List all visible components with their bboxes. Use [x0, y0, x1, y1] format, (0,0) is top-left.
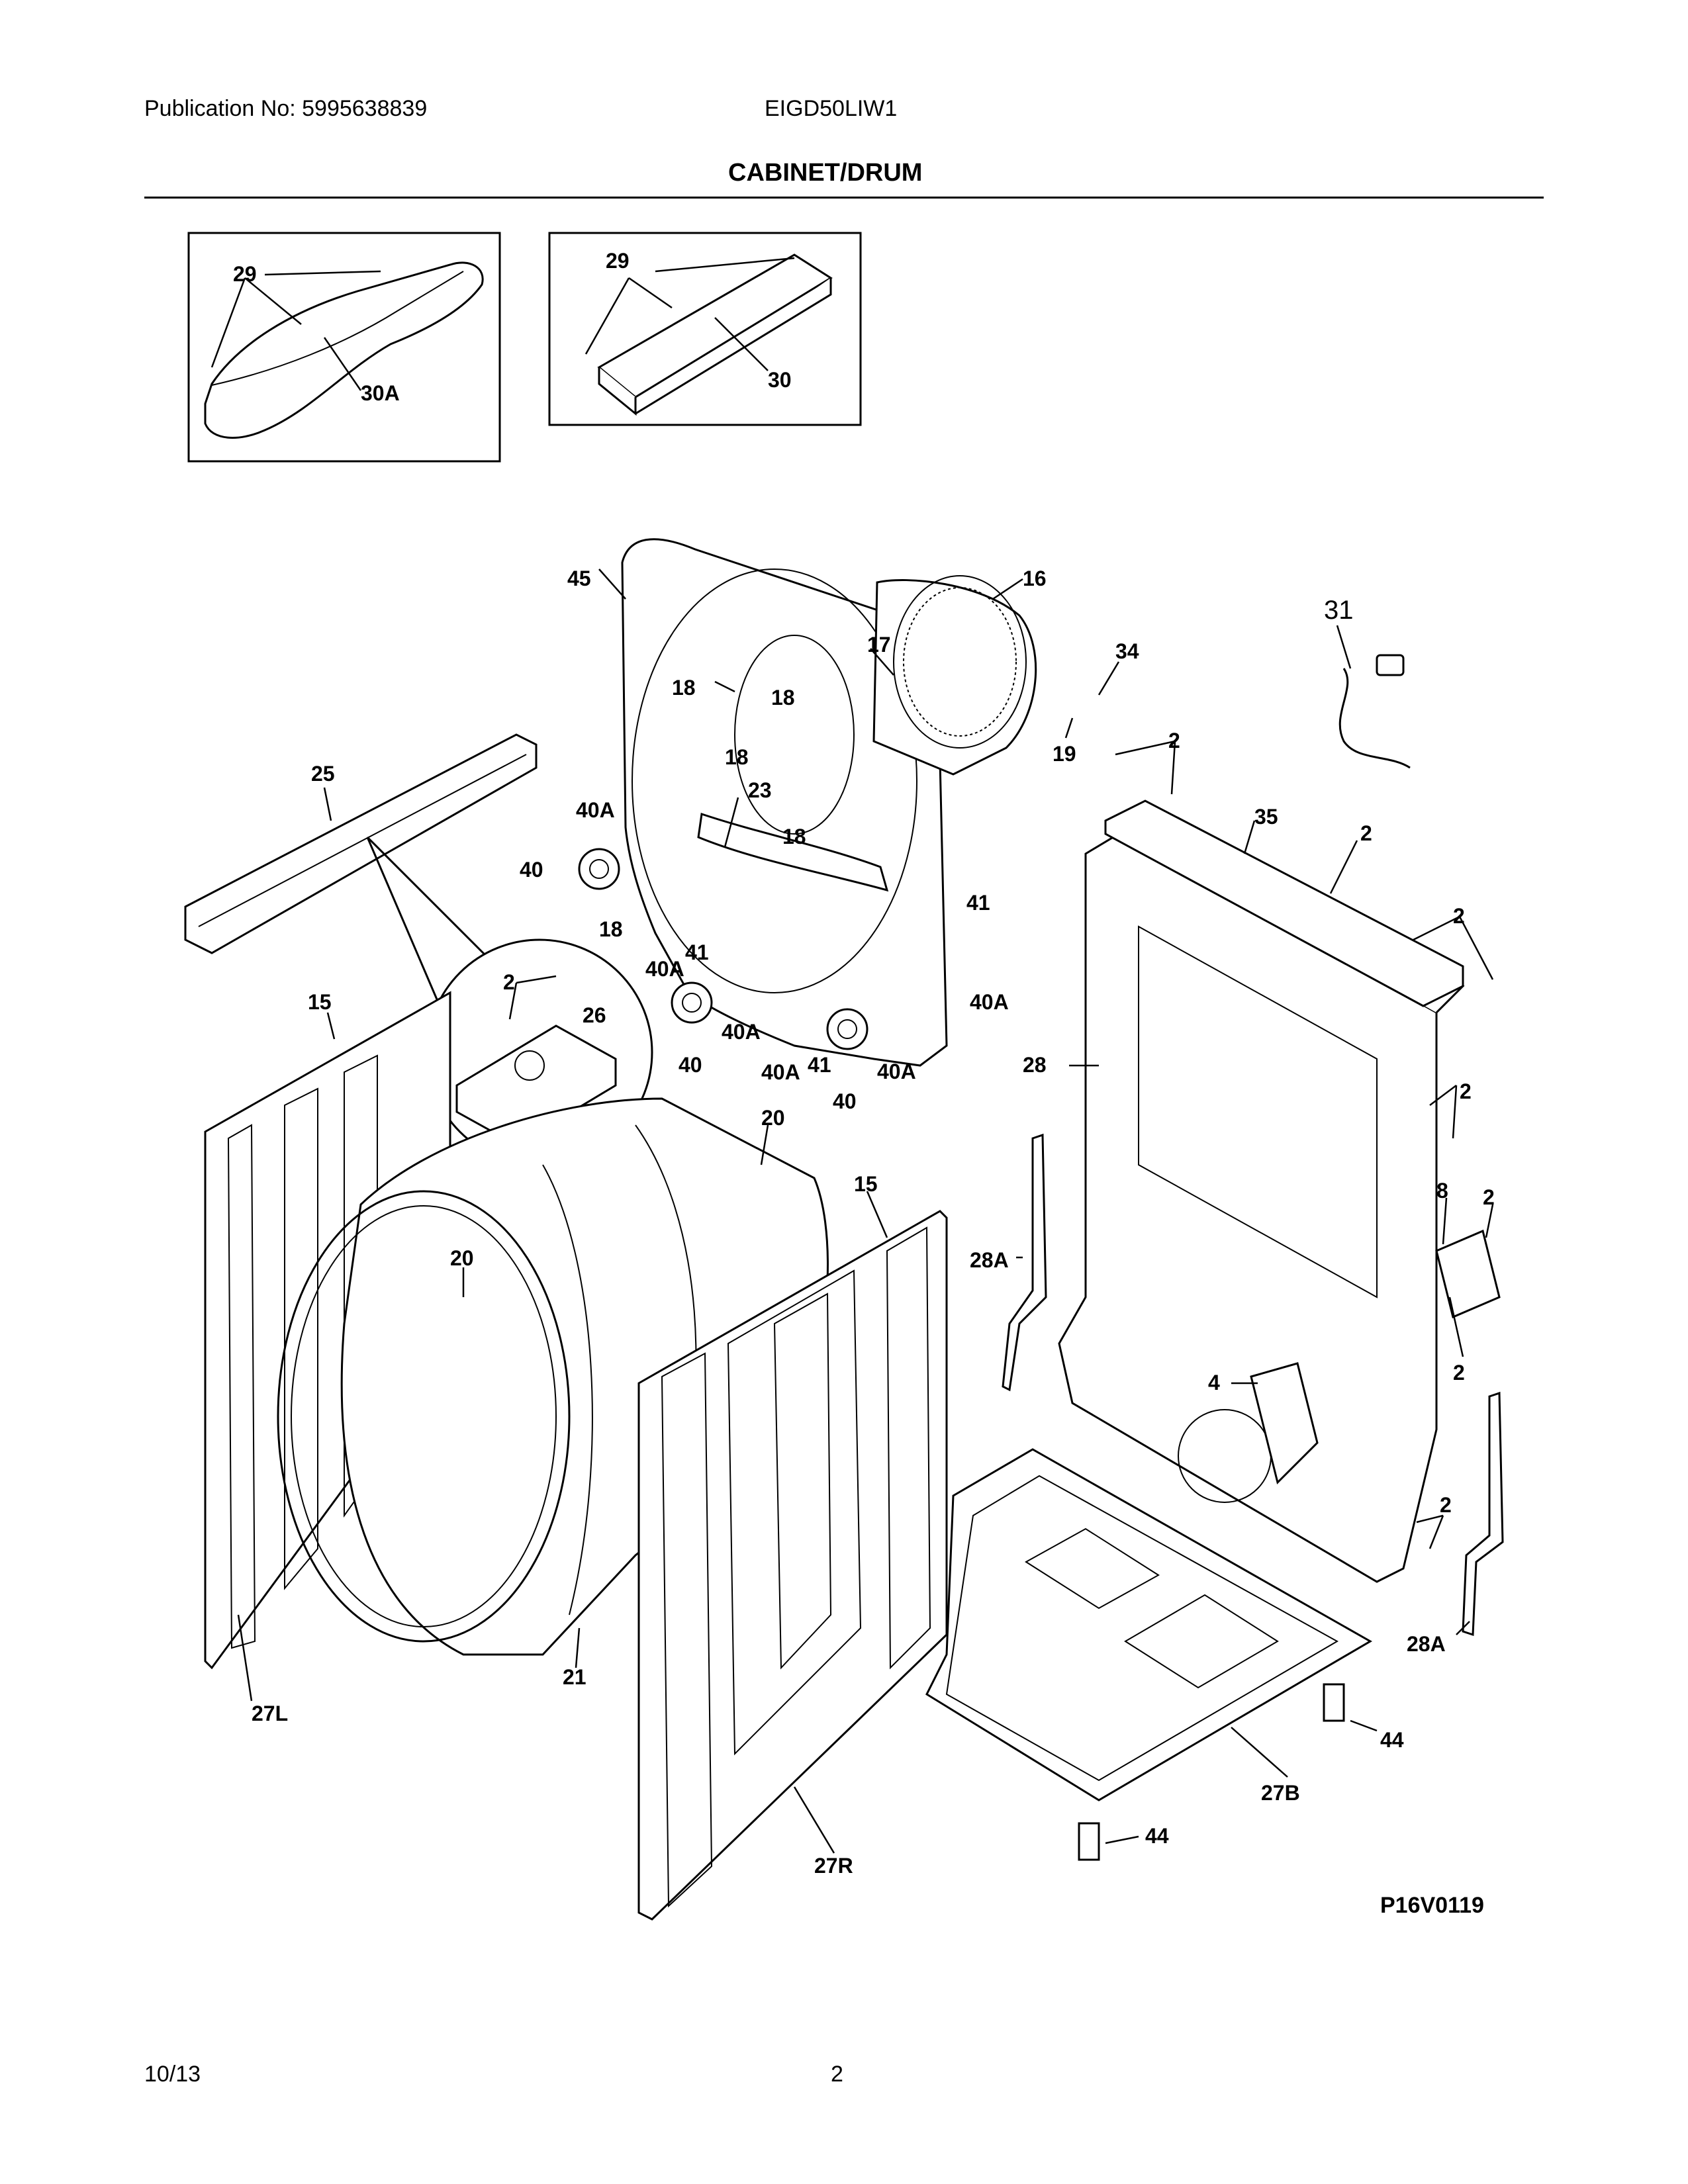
- drum-rollers: [578, 848, 868, 1050]
- header-divider: [144, 197, 1544, 199]
- model-number: EIGD50LIW1: [765, 96, 898, 121]
- callout-40a: 40A: [576, 798, 615, 822]
- footer-date: 10/13: [144, 2062, 201, 2087]
- callout-26: 26: [583, 1003, 606, 1027]
- callout-20: 20: [761, 1106, 785, 1130]
- callout-15: 15: [854, 1172, 878, 1196]
- inset-30: [548, 232, 862, 426]
- diagram-code: P16V0119: [1380, 1893, 1484, 1918]
- callout-28a: 28A: [1407, 1632, 1446, 1656]
- callout-17: 17: [867, 633, 891, 657]
- callout-23: 23: [748, 778, 772, 802]
- callout-45: 45: [567, 567, 591, 590]
- callout-40: 40: [520, 858, 543, 882]
- callout-27b: 27B: [1261, 1781, 1300, 1805]
- callout-2: 2: [1453, 904, 1465, 928]
- door-switch: [1435, 1229, 1501, 1319]
- callout-18: 18: [782, 825, 806, 848]
- callout-21: 21: [563, 1665, 586, 1689]
- callout-2: 2: [1460, 1079, 1472, 1103]
- callout-28a: 28A: [970, 1248, 1009, 1272]
- callout-44: 44: [1380, 1728, 1404, 1752]
- callout-16: 16: [1023, 567, 1047, 590]
- callout-8: 8: [1436, 1179, 1448, 1203]
- top-rail: [184, 733, 538, 954]
- callout-41: 41: [808, 1053, 831, 1077]
- callout-40a: 40A: [761, 1060, 800, 1084]
- drum: [277, 1097, 829, 1656]
- callout-40a: 40A: [970, 990, 1009, 1014]
- callout-41: 41: [685, 940, 709, 964]
- publication-number: 5995638839: [302, 96, 428, 121]
- callout-44: 44: [1145, 1824, 1169, 1848]
- callout-2: 2: [1168, 729, 1180, 752]
- front-panel: [1058, 813, 1465, 1583]
- callout-28: 28: [1023, 1053, 1047, 1077]
- leveling-legs: [1078, 1683, 1345, 1861]
- callout-41: 41: [966, 891, 990, 915]
- callout-19: 19: [1053, 742, 1076, 766]
- publication-info: Publication No: 5995638839: [144, 96, 427, 122]
- power-cord: [1338, 654, 1411, 769]
- callout-30a: 30A: [361, 381, 400, 405]
- callout-27l: 27L: [252, 1702, 288, 1725]
- page-title: CABINET/DRUM: [728, 159, 923, 187]
- callout-20: 20: [450, 1246, 474, 1270]
- side-brackets: [1002, 1133, 1504, 1637]
- callout-25: 25: [311, 762, 335, 786]
- callout-40: 40: [833, 1089, 857, 1113]
- filter-housing: [872, 575, 1037, 776]
- callout-40a: 40A: [645, 957, 684, 981]
- footer-page-number: 2: [831, 2062, 843, 2087]
- top-cross-panel: [1104, 799, 1464, 1007]
- callout-18: 18: [599, 917, 623, 941]
- callout-2: 2: [503, 970, 515, 994]
- callout-35: 35: [1254, 805, 1278, 829]
- base-pan: [925, 1448, 1373, 1801]
- publication-label: Publication No:: [144, 96, 296, 121]
- callout-40a: 40A: [722, 1020, 761, 1044]
- callout-15: 15: [308, 990, 332, 1014]
- callout-18: 18: [672, 676, 696, 700]
- callout-40a: 40A: [877, 1060, 916, 1083]
- leader-lines: [237, 569, 1494, 1854]
- inset-30a: [187, 232, 501, 463]
- callout-labels: 29 30A 29 30 45 16 17 34 31 18 18 18 18 …: [233, 249, 1495, 1878]
- callout-27r: 27R: [814, 1854, 853, 1878]
- callout-4: 4: [1208, 1371, 1220, 1394]
- callout-30: 30: [768, 368, 792, 392]
- callout-29: 29: [606, 249, 630, 273]
- callout-2: 2: [1453, 1361, 1465, 1385]
- callout-34: 34: [1115, 639, 1139, 663]
- rear-bulkhead: [621, 538, 948, 1067]
- callout-2: 2: [1360, 821, 1372, 845]
- callout-31: 31: [1324, 596, 1354, 625]
- callout-2: 2: [1440, 1493, 1452, 1517]
- callout-29: 29: [233, 262, 257, 286]
- callout-40: 40: [679, 1053, 702, 1077]
- callout-18: 18: [725, 745, 749, 769]
- callout-2: 2: [1483, 1185, 1495, 1209]
- callout-18: 18: [771, 686, 795, 709]
